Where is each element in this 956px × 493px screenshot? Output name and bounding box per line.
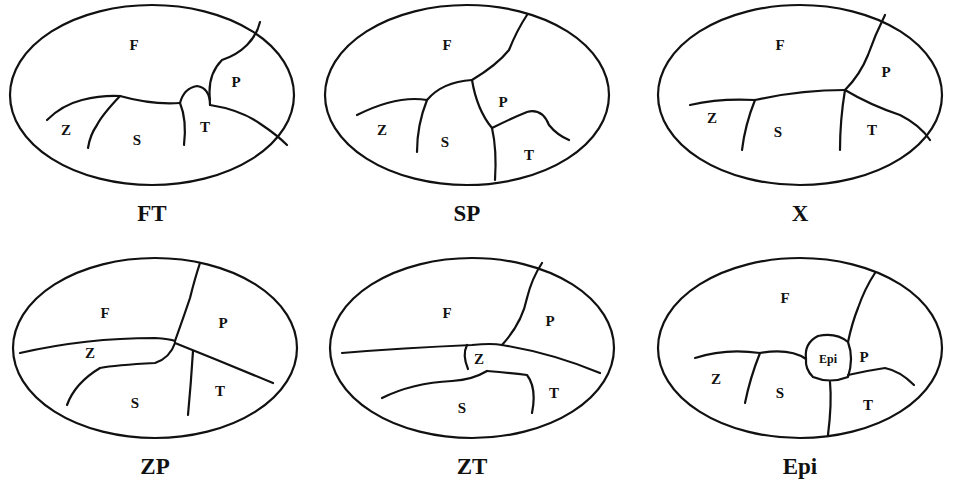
region-letter: F xyxy=(775,38,784,53)
region-letter: P xyxy=(498,95,507,110)
region-letter: F xyxy=(442,306,451,321)
region-letter: S xyxy=(131,396,139,411)
skull-outline-zt xyxy=(330,258,614,438)
bone-label: Epi xyxy=(819,353,837,365)
region-letter: F xyxy=(129,38,138,53)
type-caption: ZT xyxy=(457,455,488,478)
region-letter: P xyxy=(881,65,890,80)
region-letter: T xyxy=(200,120,210,135)
region-letter: T xyxy=(863,398,873,413)
type-caption: X xyxy=(792,202,809,225)
type-caption: ZP xyxy=(140,455,169,478)
type-caption: Epi xyxy=(783,455,818,478)
skull-view: F Z S P T ZT xyxy=(322,253,622,483)
region-letter: P xyxy=(218,316,227,331)
region-letter: Z xyxy=(707,111,717,126)
type-caption: SP xyxy=(454,202,481,225)
region-letter: T xyxy=(524,148,534,163)
region-letter: S xyxy=(774,125,782,140)
region-letter: Z xyxy=(85,346,95,361)
region-letter: Z xyxy=(61,123,71,138)
region-letter: T xyxy=(867,123,877,138)
region-letter: S xyxy=(133,133,141,148)
skull-view: F Z S P T FT xyxy=(2,0,302,230)
region-letter: S xyxy=(458,401,466,416)
region-letter: S xyxy=(776,386,784,401)
region-letter: F xyxy=(442,38,451,53)
region-letter: Z xyxy=(711,372,721,387)
region-letter: F xyxy=(780,291,789,306)
skull-view: F Z S P T X xyxy=(650,0,950,230)
region-letter: T xyxy=(215,384,225,399)
skull-view: F Z S P T ZP xyxy=(5,253,305,483)
region-letter: P xyxy=(231,75,240,90)
region-letter: P xyxy=(859,350,868,365)
skull-outline-sp xyxy=(325,5,609,185)
skull-view: F Z S Epi P T Epi xyxy=(650,253,950,483)
region-letter: S xyxy=(441,135,449,150)
region-letter: F xyxy=(100,306,109,321)
region-letter: Z xyxy=(474,352,484,367)
skull-view: FZSPTSP xyxy=(317,0,617,230)
region-letter: T xyxy=(549,386,559,401)
skull-outline-epi xyxy=(658,258,942,438)
skull-outline-ft xyxy=(10,5,294,185)
region-letter: P xyxy=(545,314,554,329)
region-letter: Z xyxy=(377,123,387,138)
type-caption: FT xyxy=(137,202,166,225)
skull-outline-x xyxy=(658,5,942,185)
skull-outline-zp xyxy=(13,258,297,438)
